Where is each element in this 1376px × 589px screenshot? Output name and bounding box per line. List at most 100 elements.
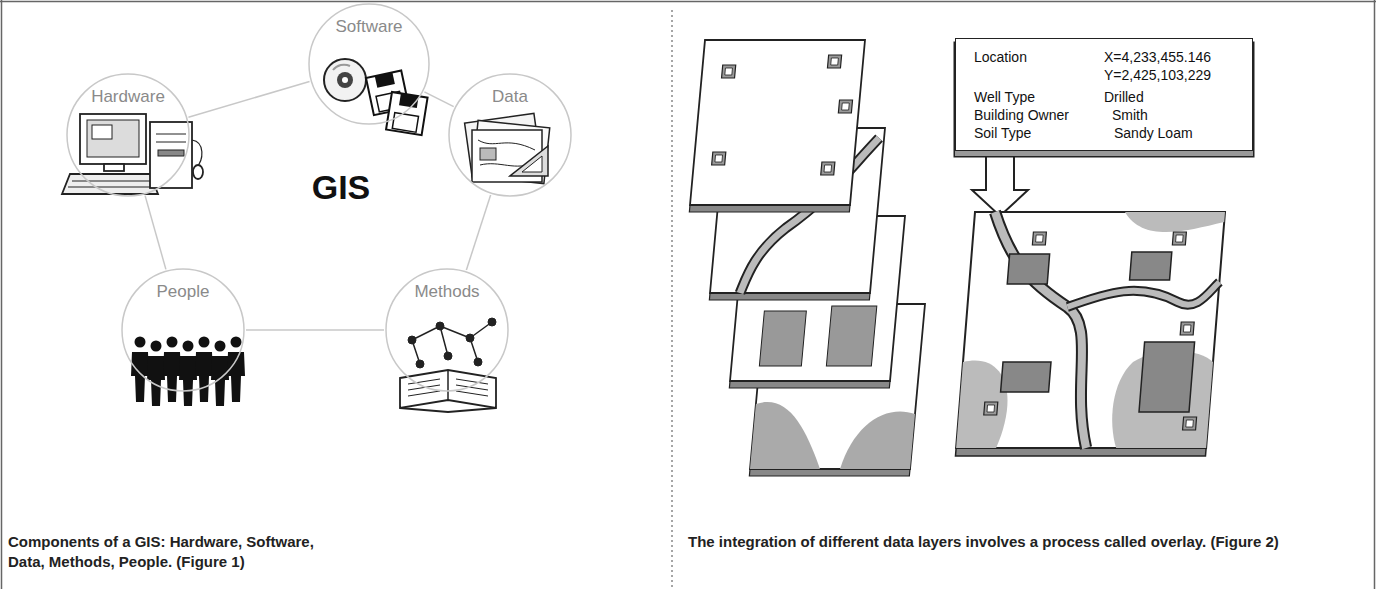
component-label: Software xyxy=(308,17,430,37)
map-layer-part xyxy=(690,40,865,205)
overlay-map-part xyxy=(1001,362,1051,392)
attribute-text: Well Type xyxy=(974,89,1035,105)
overlay-map-part xyxy=(1123,212,1225,232)
overlay-map-part-part xyxy=(1183,417,1197,430)
attribute-text: Y=2,425,103,229 xyxy=(1104,67,1211,83)
methods-icon-part-part xyxy=(444,352,452,360)
component-label: Data xyxy=(448,87,572,107)
center-title: GIS xyxy=(296,168,386,207)
software-icon-part xyxy=(337,72,353,88)
person-figure-part xyxy=(131,352,149,402)
hardware-icon-part xyxy=(68,187,154,188)
map-layer-part xyxy=(826,306,876,366)
map-layer-part xyxy=(750,402,826,469)
person-figure-part xyxy=(195,352,213,402)
software-icon-part-part xyxy=(375,72,395,87)
methods-icon-part-part xyxy=(466,334,474,342)
hardware-icon-part xyxy=(72,181,150,182)
data-icon xyxy=(465,113,550,183)
person-figure-part xyxy=(211,356,229,406)
overlay-map-part-part xyxy=(1180,322,1194,335)
person-figure-part xyxy=(199,337,210,348)
map-layer-part xyxy=(759,311,806,366)
methods-icon-part xyxy=(400,370,496,408)
person-figure xyxy=(163,337,181,403)
overlay-map-part xyxy=(1139,342,1195,412)
map-layer-part xyxy=(725,68,733,75)
overlay-map-part xyxy=(976,212,1105,448)
frame-part xyxy=(1,0,3,589)
hardware-icon-part xyxy=(62,174,158,194)
connector-line xyxy=(145,196,166,270)
methods-icon-part xyxy=(408,318,496,368)
methods-icon-part-part xyxy=(416,360,424,368)
person-figure-part xyxy=(231,337,242,348)
methods-icon-part xyxy=(408,379,488,396)
person-figure-part xyxy=(179,356,197,406)
map-layer xyxy=(749,304,925,476)
component-label: People xyxy=(121,282,245,302)
component-circle: Methods xyxy=(385,268,509,392)
overlay-map-part xyxy=(983,232,1212,430)
person-figure-part xyxy=(183,341,194,352)
component-circle: Software xyxy=(308,3,430,125)
software-icon-part-part xyxy=(392,113,418,133)
component-label: Methods xyxy=(385,282,509,302)
figure-caption: The integration of different data layers… xyxy=(688,532,1360,552)
methods-icon-part xyxy=(447,370,449,400)
map-layer-part xyxy=(749,469,910,476)
person-figure-part xyxy=(135,337,146,348)
software-icon-part xyxy=(342,77,348,83)
map-layer-part xyxy=(831,58,839,65)
hardware-icon-part xyxy=(80,114,146,164)
methods-icon-part-part xyxy=(456,391,488,396)
methods-icon-part-part xyxy=(408,336,416,344)
map-layer-part xyxy=(824,165,832,172)
map-layer-part xyxy=(715,155,723,162)
hardware-icon xyxy=(62,114,203,194)
methods-icon-part xyxy=(400,408,496,412)
component-label: Hardware xyxy=(66,87,190,107)
frame-part xyxy=(0,1,1376,3)
hardware-icon-part xyxy=(158,150,184,156)
person-figure xyxy=(195,337,213,403)
methods-icon-part-part xyxy=(436,322,444,330)
pointer-arrow xyxy=(972,140,1028,216)
attribute-callout: Location X=4,233,455.146Y=2,425,103,229We… xyxy=(955,38,1253,151)
map-layer-part xyxy=(709,293,870,300)
overlay-map-part-part xyxy=(1036,235,1044,242)
frame-part xyxy=(1374,0,1376,589)
attribute-text: Location xyxy=(974,49,1027,65)
data-icon-part xyxy=(480,148,496,160)
map-layer-part xyxy=(827,55,841,68)
map-layer-part xyxy=(842,103,850,110)
component-circle: Hardware xyxy=(66,73,190,197)
attribute-text: Smith xyxy=(1112,107,1148,123)
connector-line xyxy=(466,195,490,270)
map-layer-part xyxy=(689,205,850,212)
attribute-text: X=4,233,455.146 xyxy=(1104,49,1211,65)
methods-icon-part-part xyxy=(488,318,496,326)
hardware-icon-part xyxy=(192,140,202,168)
overlay-map xyxy=(955,212,1225,456)
methods-icon-part xyxy=(412,322,492,364)
overlay-map-part-part xyxy=(1176,235,1184,242)
attribute-text: Drilled xyxy=(1104,89,1144,105)
overlay-map-part-part xyxy=(987,405,995,412)
figure-caption: Components of a GIS: Hardware, Software,… xyxy=(8,532,353,572)
person-figure xyxy=(179,341,197,407)
map-layer-part xyxy=(712,152,726,165)
map-layer-part xyxy=(722,65,736,78)
person-figure-part xyxy=(167,337,178,348)
map-layer-part xyxy=(729,381,890,388)
connector-line xyxy=(424,92,453,107)
data-icon-part xyxy=(510,146,548,176)
software-icon-part xyxy=(386,92,428,135)
component-circle: People xyxy=(121,268,245,392)
overlay-map-part-part xyxy=(1186,420,1194,427)
software-icon-part-part xyxy=(386,92,428,135)
attribute-text: Soil Type xyxy=(974,125,1031,141)
methods-icon-part-part xyxy=(474,358,482,366)
hardware-icon-part xyxy=(104,164,124,171)
